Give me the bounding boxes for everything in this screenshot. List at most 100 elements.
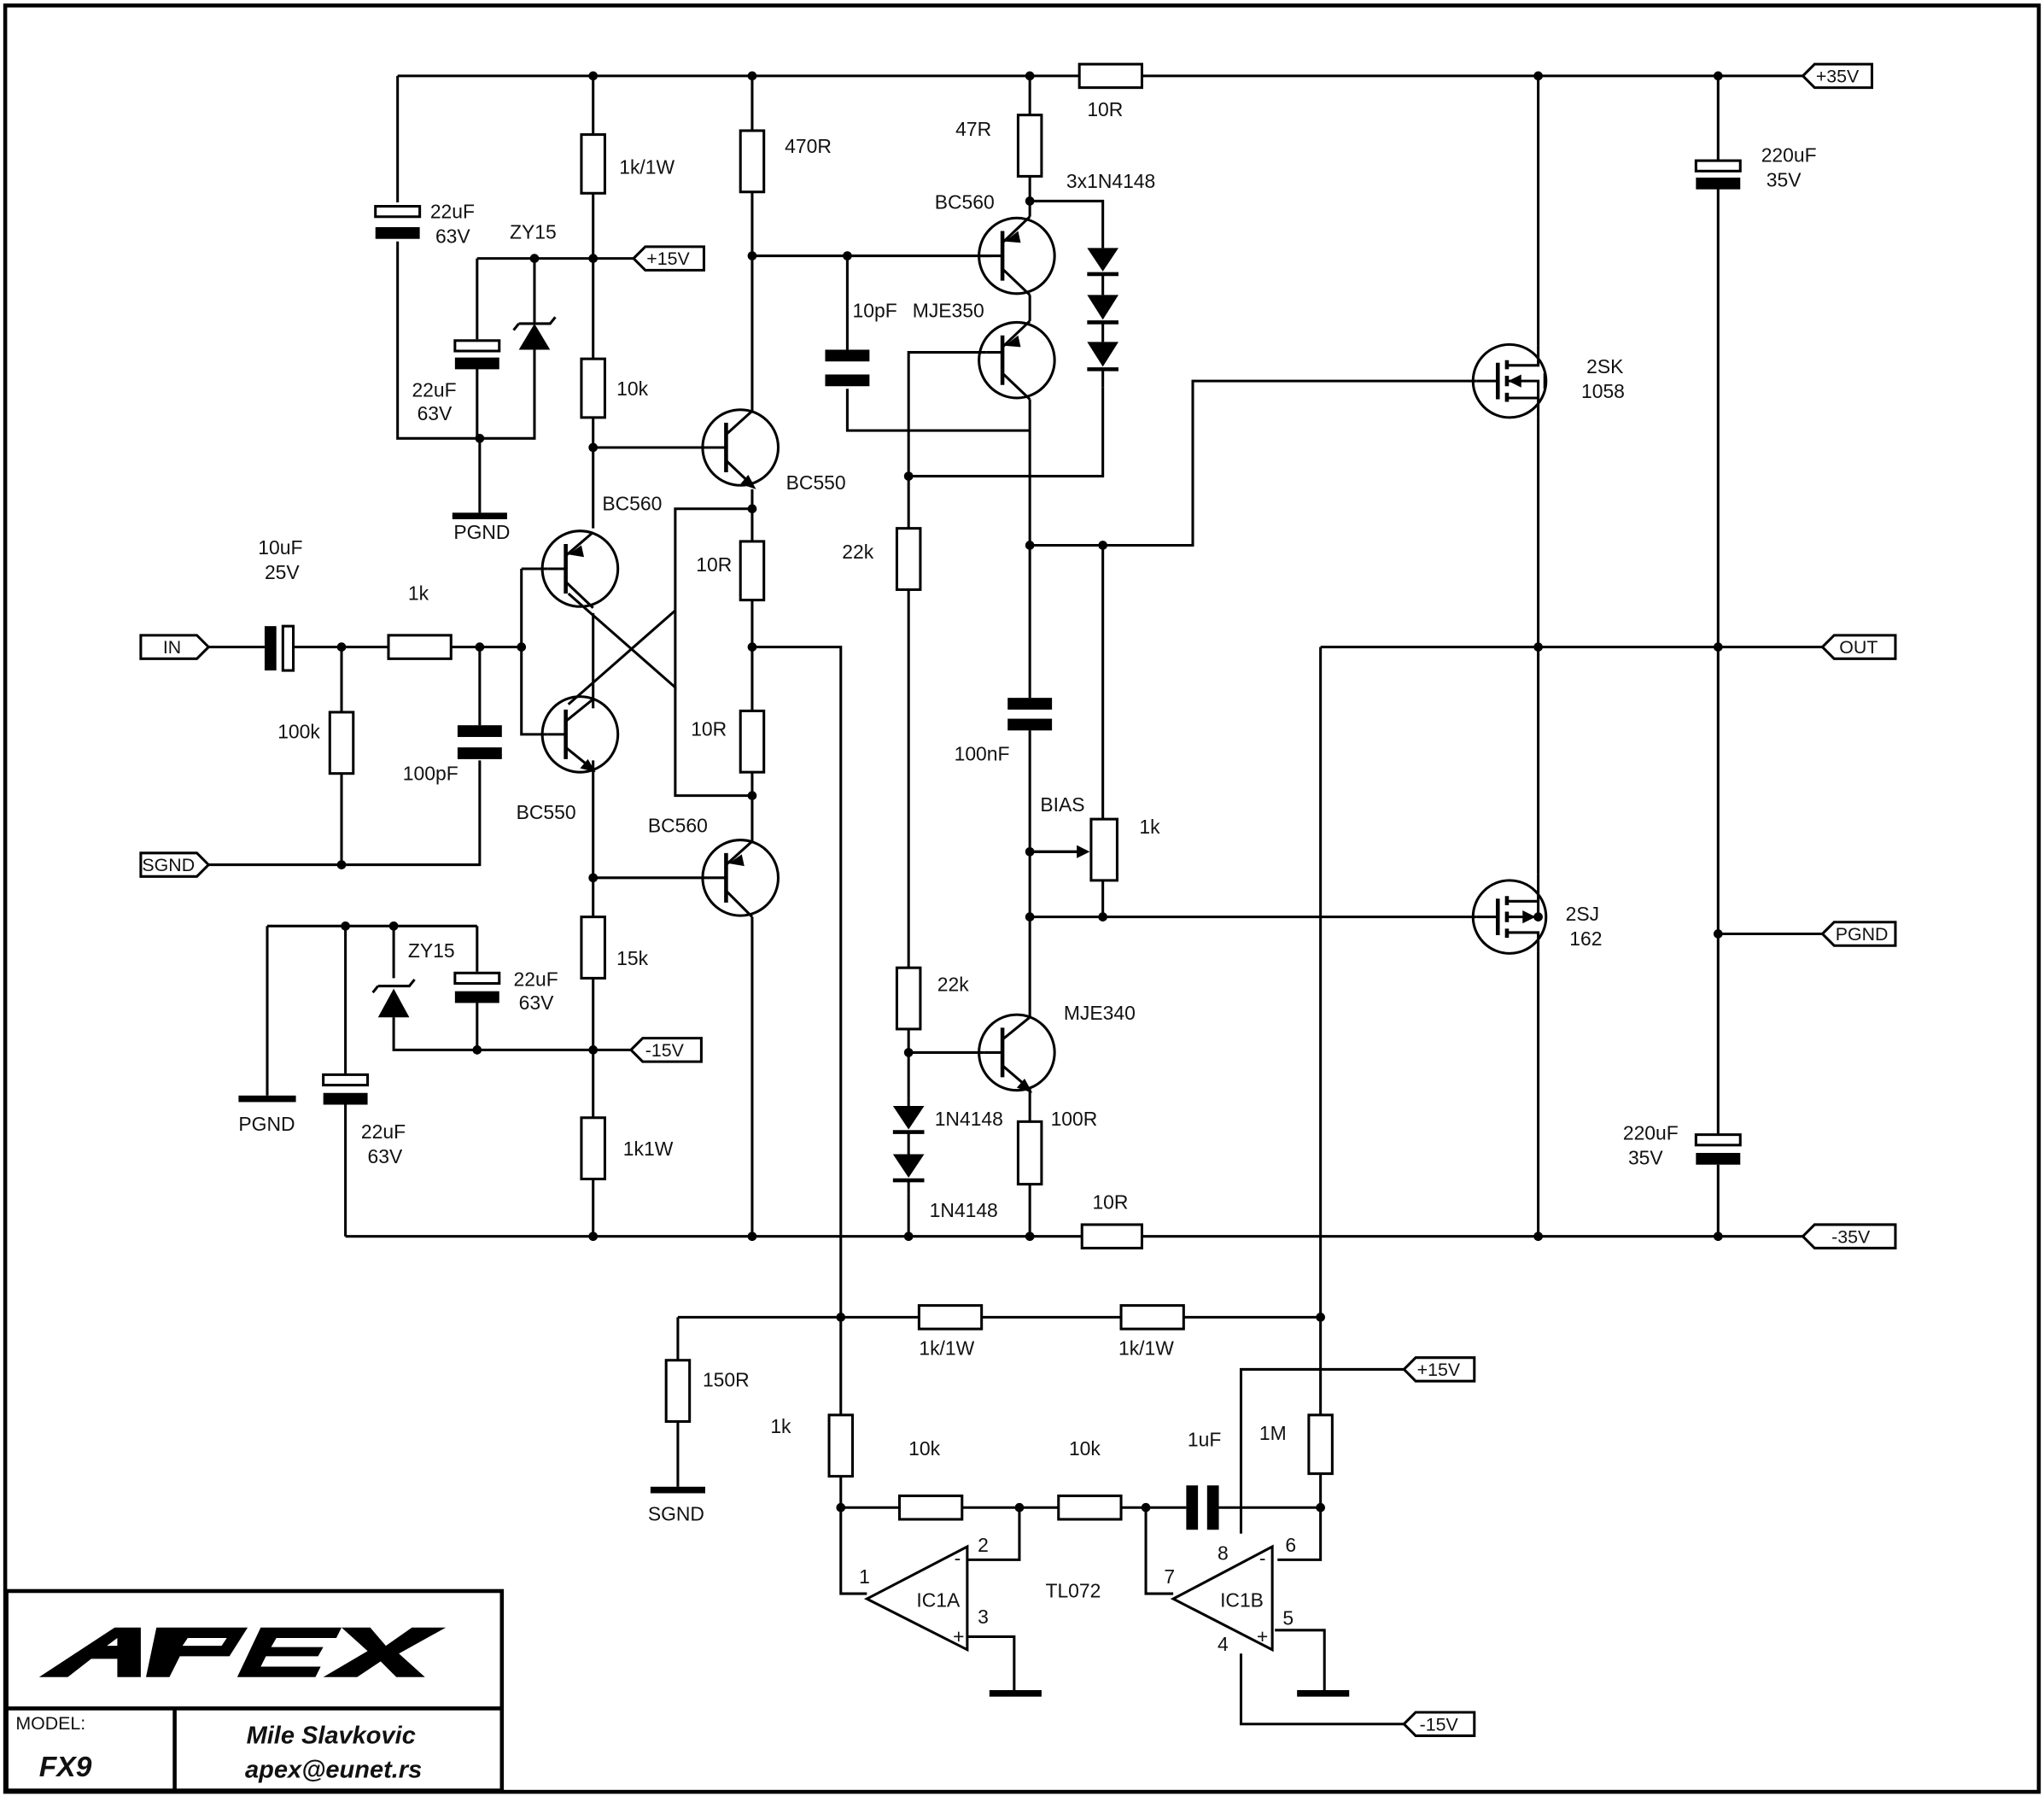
- resistor-1k1w-top: [580, 133, 606, 195]
- label-c-10p: 10pF: [853, 299, 897, 321]
- port-pgnd: [1820, 921, 1897, 947]
- cap-22u-bot: [453, 971, 501, 986]
- label-q-2sk: 2SK: [1586, 355, 1624, 377]
- port-vpos35-label: +35V: [1816, 66, 1860, 86]
- label-ic1b-minus: -: [1259, 1547, 1266, 1569]
- port-vneg15-bot: [1402, 1711, 1476, 1737]
- zener-diode-bot-icon: [377, 988, 410, 1018]
- diodes: [371, 248, 1118, 1194]
- ports: +35V OUT PGND -35V IN SGND +15V -15V +15…: [139, 62, 1897, 1737]
- cap-100n: [1007, 698, 1053, 710]
- label-q-2sj-n: 162: [1569, 927, 1602, 950]
- label-pin2: 2: [978, 1534, 989, 1556]
- label-q-bc550-top: BC550: [786, 471, 846, 494]
- label-q-2sk-n: 1058: [1581, 380, 1625, 402]
- label-pin1: 1: [859, 1565, 870, 1588]
- port-vneg15-mid-label: -15V: [645, 1040, 685, 1061]
- label-zy15-top: ZY15: [510, 221, 557, 243]
- label-pin7: 7: [1164, 1565, 1175, 1588]
- label-c-22u-zy-top-v: 63V: [418, 402, 453, 424]
- label-r-100k: 100k: [277, 720, 320, 742]
- label-r-150r: 150R: [703, 1368, 750, 1390]
- resistor-1k1w-bot: [580, 1116, 606, 1181]
- transistor-bc560-diff: [540, 529, 620, 609]
- label-r-10r-a: 10R: [696, 553, 732, 576]
- label-pin8: 8: [1218, 1542, 1229, 1564]
- label-r-1k1w-bot: 1k1W: [623, 1138, 674, 1160]
- label-r-22k-a: 22k: [842, 541, 873, 563]
- resistor-10k-mid: [580, 357, 606, 419]
- label-q-mje340: MJE340: [1064, 1002, 1136, 1024]
- label-ic1a-plus: +: [953, 1625, 964, 1647]
- label-d-3x: 3x1N4148: [1066, 170, 1155, 192]
- label-r-10r-top: 10R: [1087, 98, 1123, 120]
- label-pin5: 5: [1282, 1607, 1294, 1629]
- cap-10u: [264, 626, 277, 671]
- label-r-10k-op-a: 10k: [908, 1437, 940, 1460]
- resistor-470r: [739, 129, 766, 194]
- port-vpos15-bot: [1402, 1356, 1476, 1383]
- resistor-100k: [328, 711, 355, 775]
- diode-1n4148-a-icon: [892, 1106, 925, 1130]
- label-r-47r: 47R: [955, 118, 991, 140]
- opamps: [863, 1544, 1274, 1653]
- label-c-22u-bot2: 22uF: [361, 1120, 406, 1143]
- port-out-label: OUT: [1839, 637, 1878, 658]
- ground-pgnd-bot-icon: [238, 1095, 296, 1103]
- label-r-1k1w-fb-a: 1k/1W: [919, 1337, 974, 1360]
- label-r-1k-in: 1k: [408, 582, 429, 605]
- cap-1u: [1186, 1485, 1199, 1530]
- cap-22u-bot2: [322, 1073, 370, 1087]
- opamp-ic1a: [863, 1544, 969, 1653]
- resistor-10r-bot: [1080, 1223, 1143, 1249]
- bias-potentiometer: [1089, 817, 1118, 882]
- resistor-10k-op-a: [897, 1495, 964, 1521]
- port-sgnd: [139, 851, 211, 878]
- label-c-100p: 100pF: [403, 762, 458, 784]
- label-d-1n4148-b: 1N4148: [930, 1199, 998, 1221]
- transistor-bc560-bot: [701, 839, 780, 918]
- cap-220u-top: [1694, 159, 1742, 173]
- transistor-bc550-top: [701, 408, 780, 489]
- cap-22u-top: [374, 205, 422, 219]
- resistor-1k1w-fb-b: [1119, 1304, 1185, 1331]
- resistor-22k-b: [895, 966, 922, 1031]
- diode-1n4148-b-icon: [892, 1154, 925, 1178]
- port-vneg35-label: -35V: [1831, 1226, 1871, 1247]
- label-pin6: 6: [1285, 1534, 1296, 1556]
- label-c-220u-top: 220uF: [1761, 144, 1817, 167]
- label-d-1n4148-a: 1N4148: [935, 1108, 1003, 1130]
- label-c-22u-bot2-v: 63V: [368, 1145, 403, 1167]
- author-name: Mile Slavkovic: [247, 1723, 416, 1750]
- label-r-10r-b: 10R: [691, 717, 727, 740]
- port-vneg35: [1801, 1223, 1897, 1249]
- ground-ic1a-icon: [989, 1690, 1042, 1697]
- resistor-1m: [1307, 1413, 1334, 1476]
- label-r-1k-op: 1k: [770, 1415, 791, 1437]
- label-pin4: 4: [1218, 1633, 1229, 1655]
- label-r-1m: 1M: [1259, 1422, 1287, 1444]
- diode-3x-3-icon: [1087, 342, 1118, 367]
- port-sgnd-label: SGND: [142, 855, 195, 875]
- label-sgnd-bot: SGND: [648, 1503, 704, 1525]
- label-c-22u-top-v: 63V: [435, 225, 470, 247]
- label-zy15-bot: ZY15: [408, 939, 455, 962]
- transistors: [540, 215, 1548, 1093]
- transistor-bc560-vas: [978, 215, 1056, 296]
- label-bias: BIAS: [1040, 793, 1084, 816]
- cap-10p: [825, 349, 870, 362]
- label-q-bc550-diff: BC550: [517, 801, 576, 823]
- label-c-220u-bot: 220uF: [1623, 1122, 1679, 1144]
- port-out: [1820, 634, 1897, 660]
- transistor-mje340: [978, 1013, 1056, 1093]
- label-r-22k-b: 22k: [937, 974, 969, 996]
- label-q-bc560-vas: BC560: [935, 191, 995, 214]
- resistors: [328, 62, 1334, 1521]
- resistor-22k-a: [895, 527, 922, 591]
- label-c-22u-top: 22uF: [430, 200, 475, 222]
- label-r-100r: 100R: [1051, 1108, 1098, 1130]
- port-vpos15-bot-label: +15V: [1417, 1360, 1461, 1380]
- label-q-bc560-bot: BC560: [648, 814, 708, 836]
- label-r-10k-op-b: 10k: [1069, 1437, 1101, 1460]
